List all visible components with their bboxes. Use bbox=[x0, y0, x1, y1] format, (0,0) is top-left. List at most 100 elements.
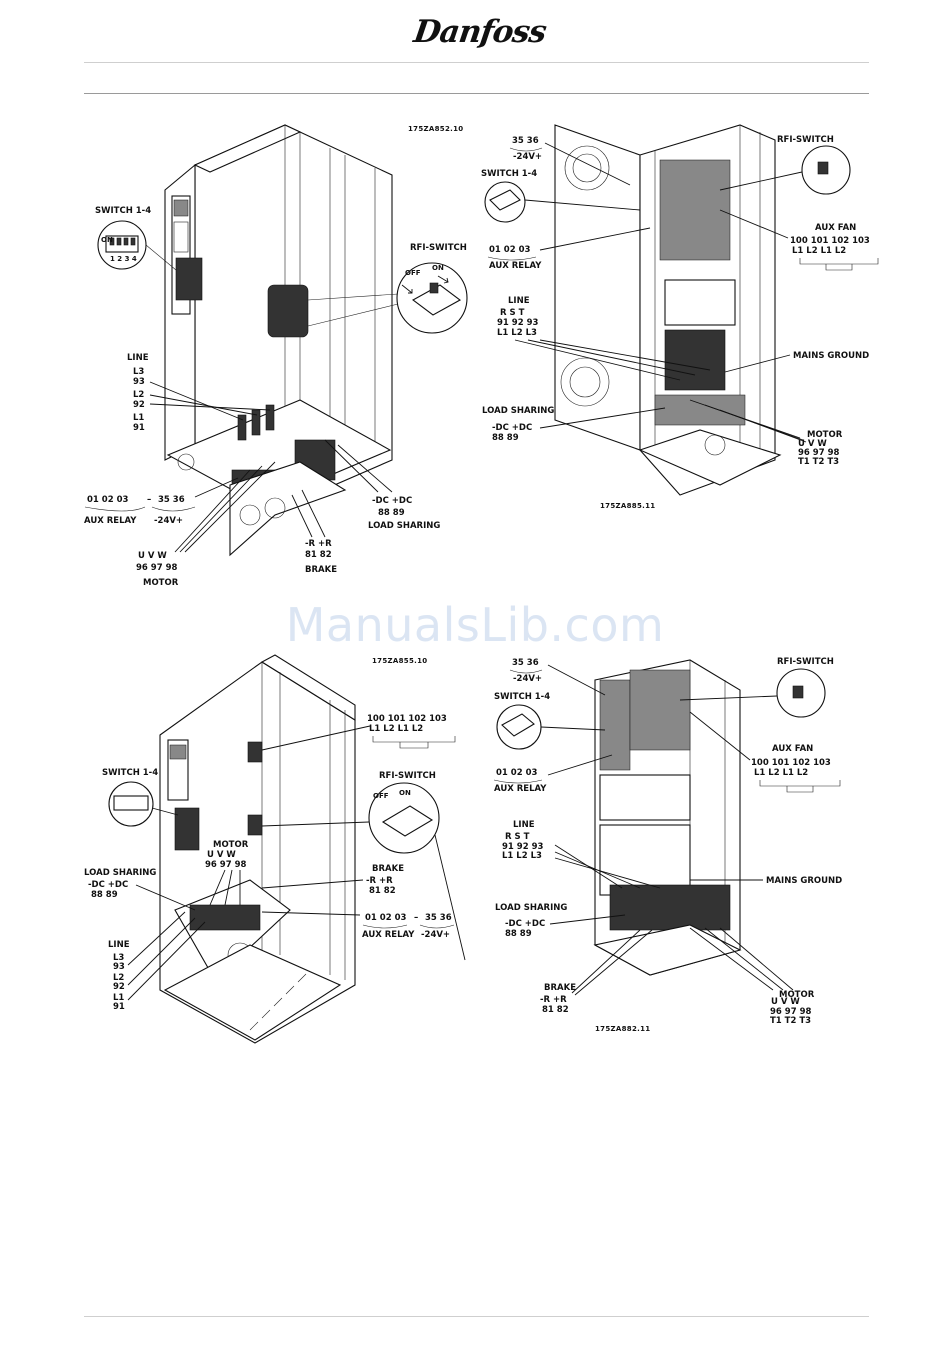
rfi-switch-body bbox=[817, 161, 829, 175]
line-numbers: 91 92 93 bbox=[497, 318, 538, 328]
leader-line bbox=[127, 917, 196, 986]
line-l-labels: L1 L2 L3 bbox=[502, 851, 542, 861]
relay-label: AUX RELAY bbox=[489, 261, 542, 271]
v24-numbers: 35 36 bbox=[512, 658, 539, 668]
figure-4: 175ZA882.11 35 36 -24V+ SWITCH 1-4 01 02… bbox=[493, 657, 842, 1033]
fan-l-labels: L1 L2 L1 L2 bbox=[369, 724, 423, 734]
leader-line bbox=[719, 171, 803, 191]
dip-lever bbox=[109, 237, 115, 246]
switch-label: SWITCH 1-4 bbox=[481, 169, 537, 179]
switch-on-label: ON bbox=[101, 236, 113, 244]
motor-numbers: 96 97 98 bbox=[136, 563, 177, 573]
brace bbox=[509, 669, 543, 674]
rfi-on: ON bbox=[432, 264, 444, 272]
n93: 93 bbox=[113, 962, 125, 972]
motor-label: MOTOR bbox=[213, 840, 249, 850]
n92: 92 bbox=[133, 400, 145, 410]
motor-numbers: 96 97 98 bbox=[798, 448, 839, 458]
leader-line bbox=[434, 834, 466, 961]
aux-fan-label: AUX FAN bbox=[815, 223, 856, 233]
leader-line bbox=[540, 726, 606, 731]
fan-grille bbox=[569, 366, 601, 398]
terminal-strip bbox=[654, 394, 746, 426]
fan-grille bbox=[564, 145, 610, 191]
leader-line bbox=[554, 857, 661, 889]
dash: – bbox=[147, 495, 151, 505]
rfi-label: RFI-SWITCH bbox=[379, 771, 436, 781]
terminal-block bbox=[251, 409, 261, 436]
leader-line bbox=[224, 869, 233, 906]
power-section bbox=[599, 824, 691, 896]
motor-t-labels: T1 T2 T3 bbox=[770, 1016, 811, 1026]
leader-line bbox=[291, 494, 313, 538]
cable-entry bbox=[704, 434, 726, 456]
brake-labels: -R +R bbox=[305, 539, 332, 549]
leader-line bbox=[549, 914, 626, 925]
leader-line bbox=[539, 407, 666, 429]
leader-line bbox=[719, 209, 789, 239]
leader-line bbox=[337, 444, 393, 493]
header-rule-bottom bbox=[84, 93, 869, 94]
load-sharing-label: LOAD SHARING bbox=[84, 868, 156, 878]
terminal-strip bbox=[609, 884, 731, 931]
rfi-label: RFI-SWITCH bbox=[777, 135, 834, 145]
brake-label: BRAKE bbox=[372, 864, 404, 874]
rst-labels: R S T bbox=[505, 832, 530, 842]
figure-1: SWITCH 1-4 ON 1 2 3 4 RFI-SWITCH OFF ON … bbox=[84, 124, 468, 588]
switch-numbers: 1 2 3 4 bbox=[110, 255, 137, 263]
rst-labels: R S T bbox=[500, 308, 525, 318]
leader-line bbox=[261, 911, 361, 916]
dc-numbers: 88 89 bbox=[91, 890, 118, 900]
leader-line bbox=[544, 142, 631, 186]
l2: L2 bbox=[113, 973, 124, 983]
relay-label: AUX RELAY bbox=[362, 930, 415, 940]
rfi-module bbox=[267, 284, 309, 338]
switch-label: SWITCH 1-4 bbox=[102, 768, 158, 778]
rfi-label: RFI-SWITCH bbox=[410, 243, 467, 253]
v24-label: -24V+ bbox=[421, 930, 450, 940]
rfi-off: OFF bbox=[405, 269, 421, 277]
relay-numbers: 01 02 03 bbox=[496, 768, 537, 778]
leader-line bbox=[524, 199, 641, 211]
brake-labels: -R +R bbox=[540, 995, 567, 1005]
figure-code: 175ZA882.11 bbox=[595, 1025, 650, 1033]
lcp-display bbox=[173, 199, 189, 217]
lcp-display bbox=[169, 744, 187, 760]
watermark: ManualsLib.com bbox=[285, 598, 665, 652]
leader-line bbox=[145, 244, 177, 271]
dc-numbers: 88 89 bbox=[492, 433, 519, 443]
dc-labels: -DC +DC bbox=[492, 423, 532, 433]
motor-label: MOTOR bbox=[807, 430, 843, 440]
switch-label: SWITCH 1-4 bbox=[494, 692, 550, 702]
rfi-on: ON bbox=[399, 789, 411, 797]
leader-line bbox=[571, 929, 641, 994]
l2: L2 bbox=[133, 390, 144, 400]
dash: – bbox=[414, 913, 418, 923]
leader-line bbox=[301, 489, 326, 538]
figure-code: 175ZA852.10 bbox=[408, 125, 463, 133]
dc-numbers: 88 89 bbox=[505, 929, 532, 939]
rfi-off: OFF bbox=[373, 792, 389, 800]
motor-t-labels: T1 T2 T3 bbox=[798, 457, 839, 467]
brake-label: BRAKE bbox=[544, 983, 576, 993]
rfi-label: RFI-SWITCH bbox=[777, 657, 834, 667]
rfi-switch-body bbox=[792, 685, 804, 699]
dip-switch bbox=[501, 713, 535, 737]
arrow-icon bbox=[401, 284, 413, 294]
dip-switch bbox=[489, 189, 521, 211]
line-label: LINE bbox=[508, 296, 530, 306]
leader-line bbox=[719, 927, 794, 991]
fan-numbers: 100 101 102 103 bbox=[790, 236, 870, 246]
rfi-switch-lever bbox=[429, 282, 439, 294]
dc-labels: -DC +DC bbox=[505, 919, 545, 929]
relay-label: AUX RELAY bbox=[494, 784, 547, 794]
dc-labels: -DC +DC bbox=[372, 496, 412, 506]
terminal-block bbox=[237, 414, 247, 441]
leader-line bbox=[135, 884, 196, 911]
brake-numbers: 81 82 bbox=[369, 886, 396, 896]
n93: 93 bbox=[133, 377, 145, 387]
leader-line bbox=[149, 381, 244, 421]
rfi-switch-body bbox=[381, 805, 434, 837]
brake-numbers: 81 82 bbox=[305, 550, 332, 560]
leader-line bbox=[261, 725, 371, 751]
